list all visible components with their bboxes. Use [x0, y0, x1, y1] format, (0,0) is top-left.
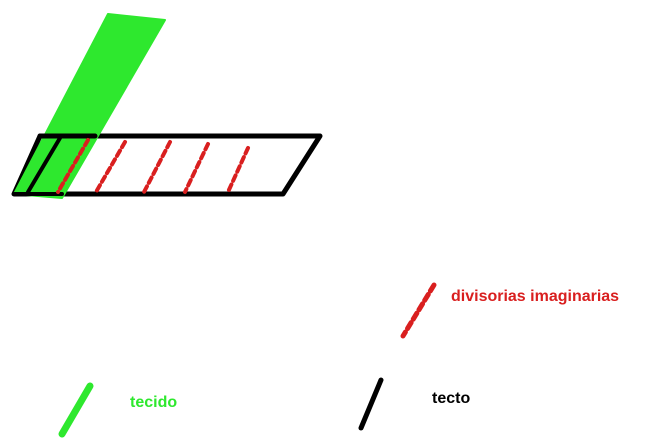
divisoria-line-5 — [226, 146, 250, 194]
divisorias-lines — [56, 138, 250, 196]
legend-tecido-symbol — [58, 382, 94, 438]
legend-tecto-label: tecto — [432, 390, 471, 407]
tecido-strip — [13, 13, 166, 199]
tecto-edge-inner-left — [26, 136, 62, 194]
divisoria-line-1 — [56, 138, 90, 194]
divisoria-line-3 — [141, 140, 172, 196]
legend-divisorias-symbol — [400, 282, 437, 339]
tecto-outline — [11, 133, 323, 197]
divisoria-line-2 — [94, 140, 127, 194]
divisoria-line-4 — [183, 142, 210, 194]
legend-tecido-label: tecido — [130, 394, 178, 411]
legend-divisorias-label: divisorias imaginarias — [451, 288, 620, 305]
legend-tecto-symbol — [358, 377, 384, 431]
